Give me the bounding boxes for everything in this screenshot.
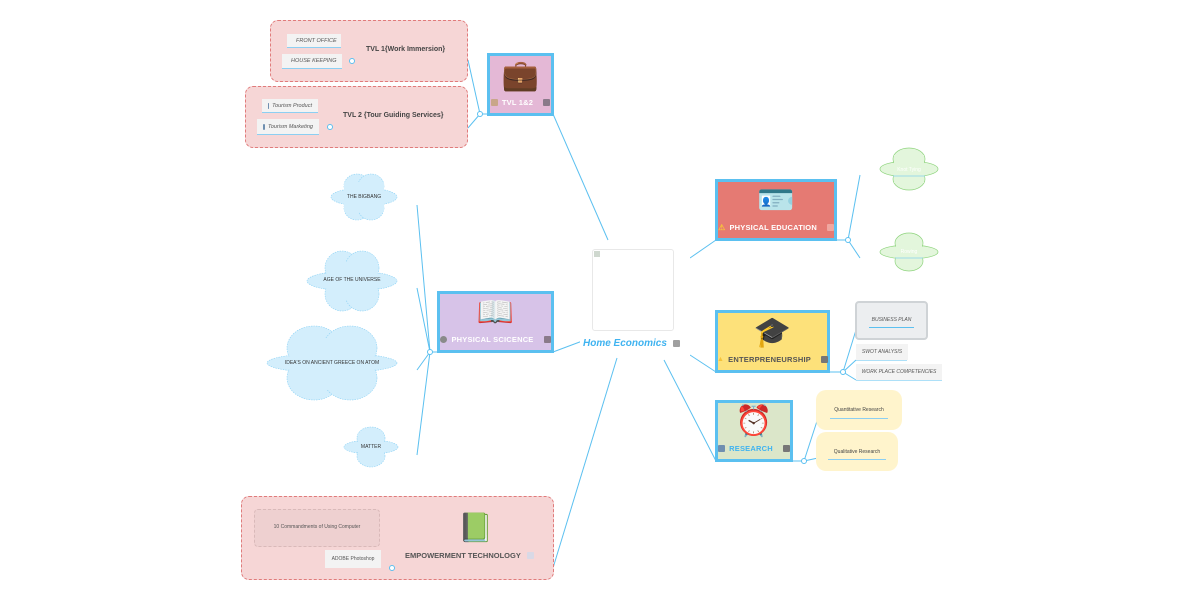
cloud-age-of-universe[interactable]: AGE OF THE UNIVERSE <box>306 250 398 312</box>
branch-node[interactable] <box>801 458 807 464</box>
subtopic-10-commandments[interactable]: 10 Commandments of Using Computer <box>254 509 380 547</box>
branch-node[interactable] <box>389 565 395 571</box>
graduation-cap-icon: 🎓 <box>753 316 792 349</box>
book-icon: 📖 <box>476 296 515 329</box>
printer-icon <box>672 340 680 347</box>
branch-node[interactable] <box>477 111 483 117</box>
branch-node[interactable] <box>840 369 846 375</box>
image-icon <box>526 552 534 559</box>
subtopic-house-keeping[interactable]: HOUSE KEEPING <box>282 54 342 69</box>
branch-node[interactable] <box>349 58 355 64</box>
branch-node[interactable] <box>845 237 851 243</box>
topic-tvl[interactable]: 💼 TVL 1&2 <box>487 53 554 116</box>
image-icon <box>782 445 790 452</box>
subtopic-quantitative-research[interactable]: Quantitative Research <box>816 390 902 430</box>
image-icon <box>820 356 828 363</box>
subtopic-business-plan[interactable]: BUSINESS PLAN <box>855 301 928 340</box>
image-icon <box>826 224 834 231</box>
subtopic-swot-analysis[interactable]: SWOT ANALYSIS <box>856 344 908 360</box>
briefcase-icon: 💼 <box>501 59 540 92</box>
note-icon <box>268 102 270 109</box>
cloud-matter[interactable]: MATTER <box>343 426 399 468</box>
gear-icon <box>440 336 448 343</box>
subtopic-work-place-competencies[interactable]: WORK PLACE COMPETENCIES <box>856 364 942 380</box>
cloud-the-bigbang[interactable]: THE BIGBANG <box>330 172 398 222</box>
cloud-rowing[interactable]: Rowing <box>879 232 939 272</box>
image-icon <box>543 336 551 343</box>
central-image <box>592 249 674 331</box>
topic-research[interactable]: ⏰ RESEARCH <box>715 400 793 462</box>
award-icon: ▲ <box>717 356 725 363</box>
branch-node[interactable] <box>427 349 433 355</box>
branch-node[interactable] <box>327 124 333 130</box>
alarm-clock-icon: ⏰ <box>735 405 773 438</box>
subtopic-qualitative-research[interactable]: Qualitative Research <box>816 432 898 471</box>
cloud-knot-tying[interactable]: Knot Tying <box>879 147 939 191</box>
central-title: Home Economics <box>583 338 667 349</box>
central-topic[interactable]: Home Economics <box>580 245 690 357</box>
calendar-icon <box>490 99 498 106</box>
line-central-research <box>663 359 717 462</box>
note-icon <box>263 123 265 130</box>
subtopic-adobe-photoshop[interactable]: ADOBE Photoshop <box>325 550 381 568</box>
topic-physical-science[interactable]: 📖 PHYSICAL SCICENCE <box>437 291 554 353</box>
tvl2-group <box>245 86 468 148</box>
id-card-icon: 🪪 <box>757 184 795 217</box>
branch-tvl2[interactable]: TVL 2 {Tour Guiding Services} <box>343 112 444 119</box>
tvl1-group <box>270 20 468 82</box>
info-icon <box>718 445 726 452</box>
subtopic-front-office[interactable]: FRONT OFFICE <box>287 34 341 48</box>
topic-enterpreneurship[interactable]: 🎓 ▲ ENTERPRENEURSHIP <box>715 310 830 373</box>
topic-empowerment[interactable]: EMPOWERMENT TECHNOLOGY <box>405 551 534 560</box>
topic-physical-education[interactable]: 🪪 ⚠ PHYSICAL EDUCATION <box>715 179 837 241</box>
line-central-entre <box>689 354 717 373</box>
line-central-pe <box>689 239 717 259</box>
broken-image-icon <box>594 251 600 257</box>
image-icon <box>543 99 551 106</box>
subtopic-tourism-product[interactable]: Tourism Product <box>262 99 318 113</box>
cloud-ideas-ancient-greece[interactable]: IDEA'S ON ANCIENT GREECE ON ATOM <box>266 325 398 401</box>
warning-icon: ⚠ <box>718 223 726 232</box>
line-central-tvl <box>552 113 609 241</box>
subtopic-tourism-marketing[interactable]: Tourism Marketing <box>257 119 319 135</box>
line-central-empowerment <box>552 357 618 569</box>
branch-tvl1[interactable]: TVL 1{Work Immersion} <box>366 46 446 53</box>
address-book-icon: 📗 <box>458 512 493 543</box>
